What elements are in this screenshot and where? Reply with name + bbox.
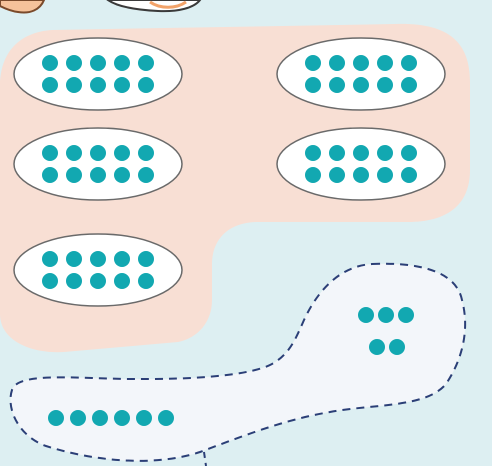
- counter-dot: [90, 55, 106, 71]
- counter-dot: [353, 145, 369, 161]
- counter-dot: [138, 251, 154, 267]
- counter-dot: [329, 55, 345, 71]
- counter-dot: [138, 167, 154, 183]
- counter-dot: [66, 77, 82, 93]
- counter-dot: [90, 251, 106, 267]
- counter-dot: [401, 55, 417, 71]
- counter-dot: [66, 167, 82, 183]
- counter-dot: [353, 167, 369, 183]
- counter-dot: [48, 410, 64, 426]
- counter-dot: [42, 77, 58, 93]
- counter-dot: [114, 251, 130, 267]
- counter-dot: [305, 55, 321, 71]
- counter-dot: [158, 410, 174, 426]
- counter-dot: [114, 77, 130, 93]
- counter-dot: [138, 273, 154, 289]
- counter-dot: [114, 273, 130, 289]
- counter-dot: [401, 77, 417, 93]
- counter-dot: [377, 77, 393, 93]
- ten-group-oval: [14, 234, 182, 306]
- ten-group-oval: [14, 38, 182, 110]
- counter-dot: [305, 167, 321, 183]
- counter-dot: [42, 251, 58, 267]
- counter-dot: [66, 273, 82, 289]
- counter-dot: [401, 167, 417, 183]
- counter-dot: [358, 307, 374, 323]
- counter-dot: [70, 410, 86, 426]
- oval-outline: [277, 128, 445, 200]
- ten-group-oval: [14, 128, 182, 200]
- counter-dot: [90, 273, 106, 289]
- ten-group-oval: [277, 128, 445, 200]
- counter-dot: [90, 77, 106, 93]
- ten-group-oval: [277, 38, 445, 110]
- counter-dot: [369, 339, 385, 355]
- counter-dot: [353, 77, 369, 93]
- counter-dot: [305, 145, 321, 161]
- counter-dot: [42, 273, 58, 289]
- counter-dot: [329, 145, 345, 161]
- counter-dot: [377, 145, 393, 161]
- counter-dot: [305, 77, 321, 93]
- counter-dot: [114, 410, 130, 426]
- oval-outline: [277, 38, 445, 110]
- counter-dot: [389, 339, 405, 355]
- counter-dot: [92, 410, 108, 426]
- oval-outline: [14, 128, 182, 200]
- counter-dot: [66, 251, 82, 267]
- counter-dot: [90, 167, 106, 183]
- counter-dot: [114, 55, 130, 71]
- counter-dot: [90, 145, 106, 161]
- cartoon-hand-icon: [0, 0, 44, 13]
- counter-dot: [329, 77, 345, 93]
- counter-dot: [138, 77, 154, 93]
- counter-dot: [377, 167, 393, 183]
- counter-dot: [66, 145, 82, 161]
- counter-dot: [42, 167, 58, 183]
- ungrouped-region-tail: [204, 452, 206, 466]
- counter-dot: [136, 410, 152, 426]
- counter-dot: [114, 145, 130, 161]
- cartoon-illustration: [0, 0, 200, 13]
- counter-dot: [377, 55, 393, 71]
- counter-dot: [378, 307, 394, 323]
- counter-dot: [329, 167, 345, 183]
- counter-dot: [66, 55, 82, 71]
- counter-dot: [398, 307, 414, 323]
- counter-dot: [42, 55, 58, 71]
- counter-dot: [353, 55, 369, 71]
- counter-dot: [114, 167, 130, 183]
- oval-outline: [14, 234, 182, 306]
- oval-outline: [14, 38, 182, 110]
- counter-dot: [138, 55, 154, 71]
- counter-dot: [42, 145, 58, 161]
- counter-dot: [401, 145, 417, 161]
- counter-dot: [138, 145, 154, 161]
